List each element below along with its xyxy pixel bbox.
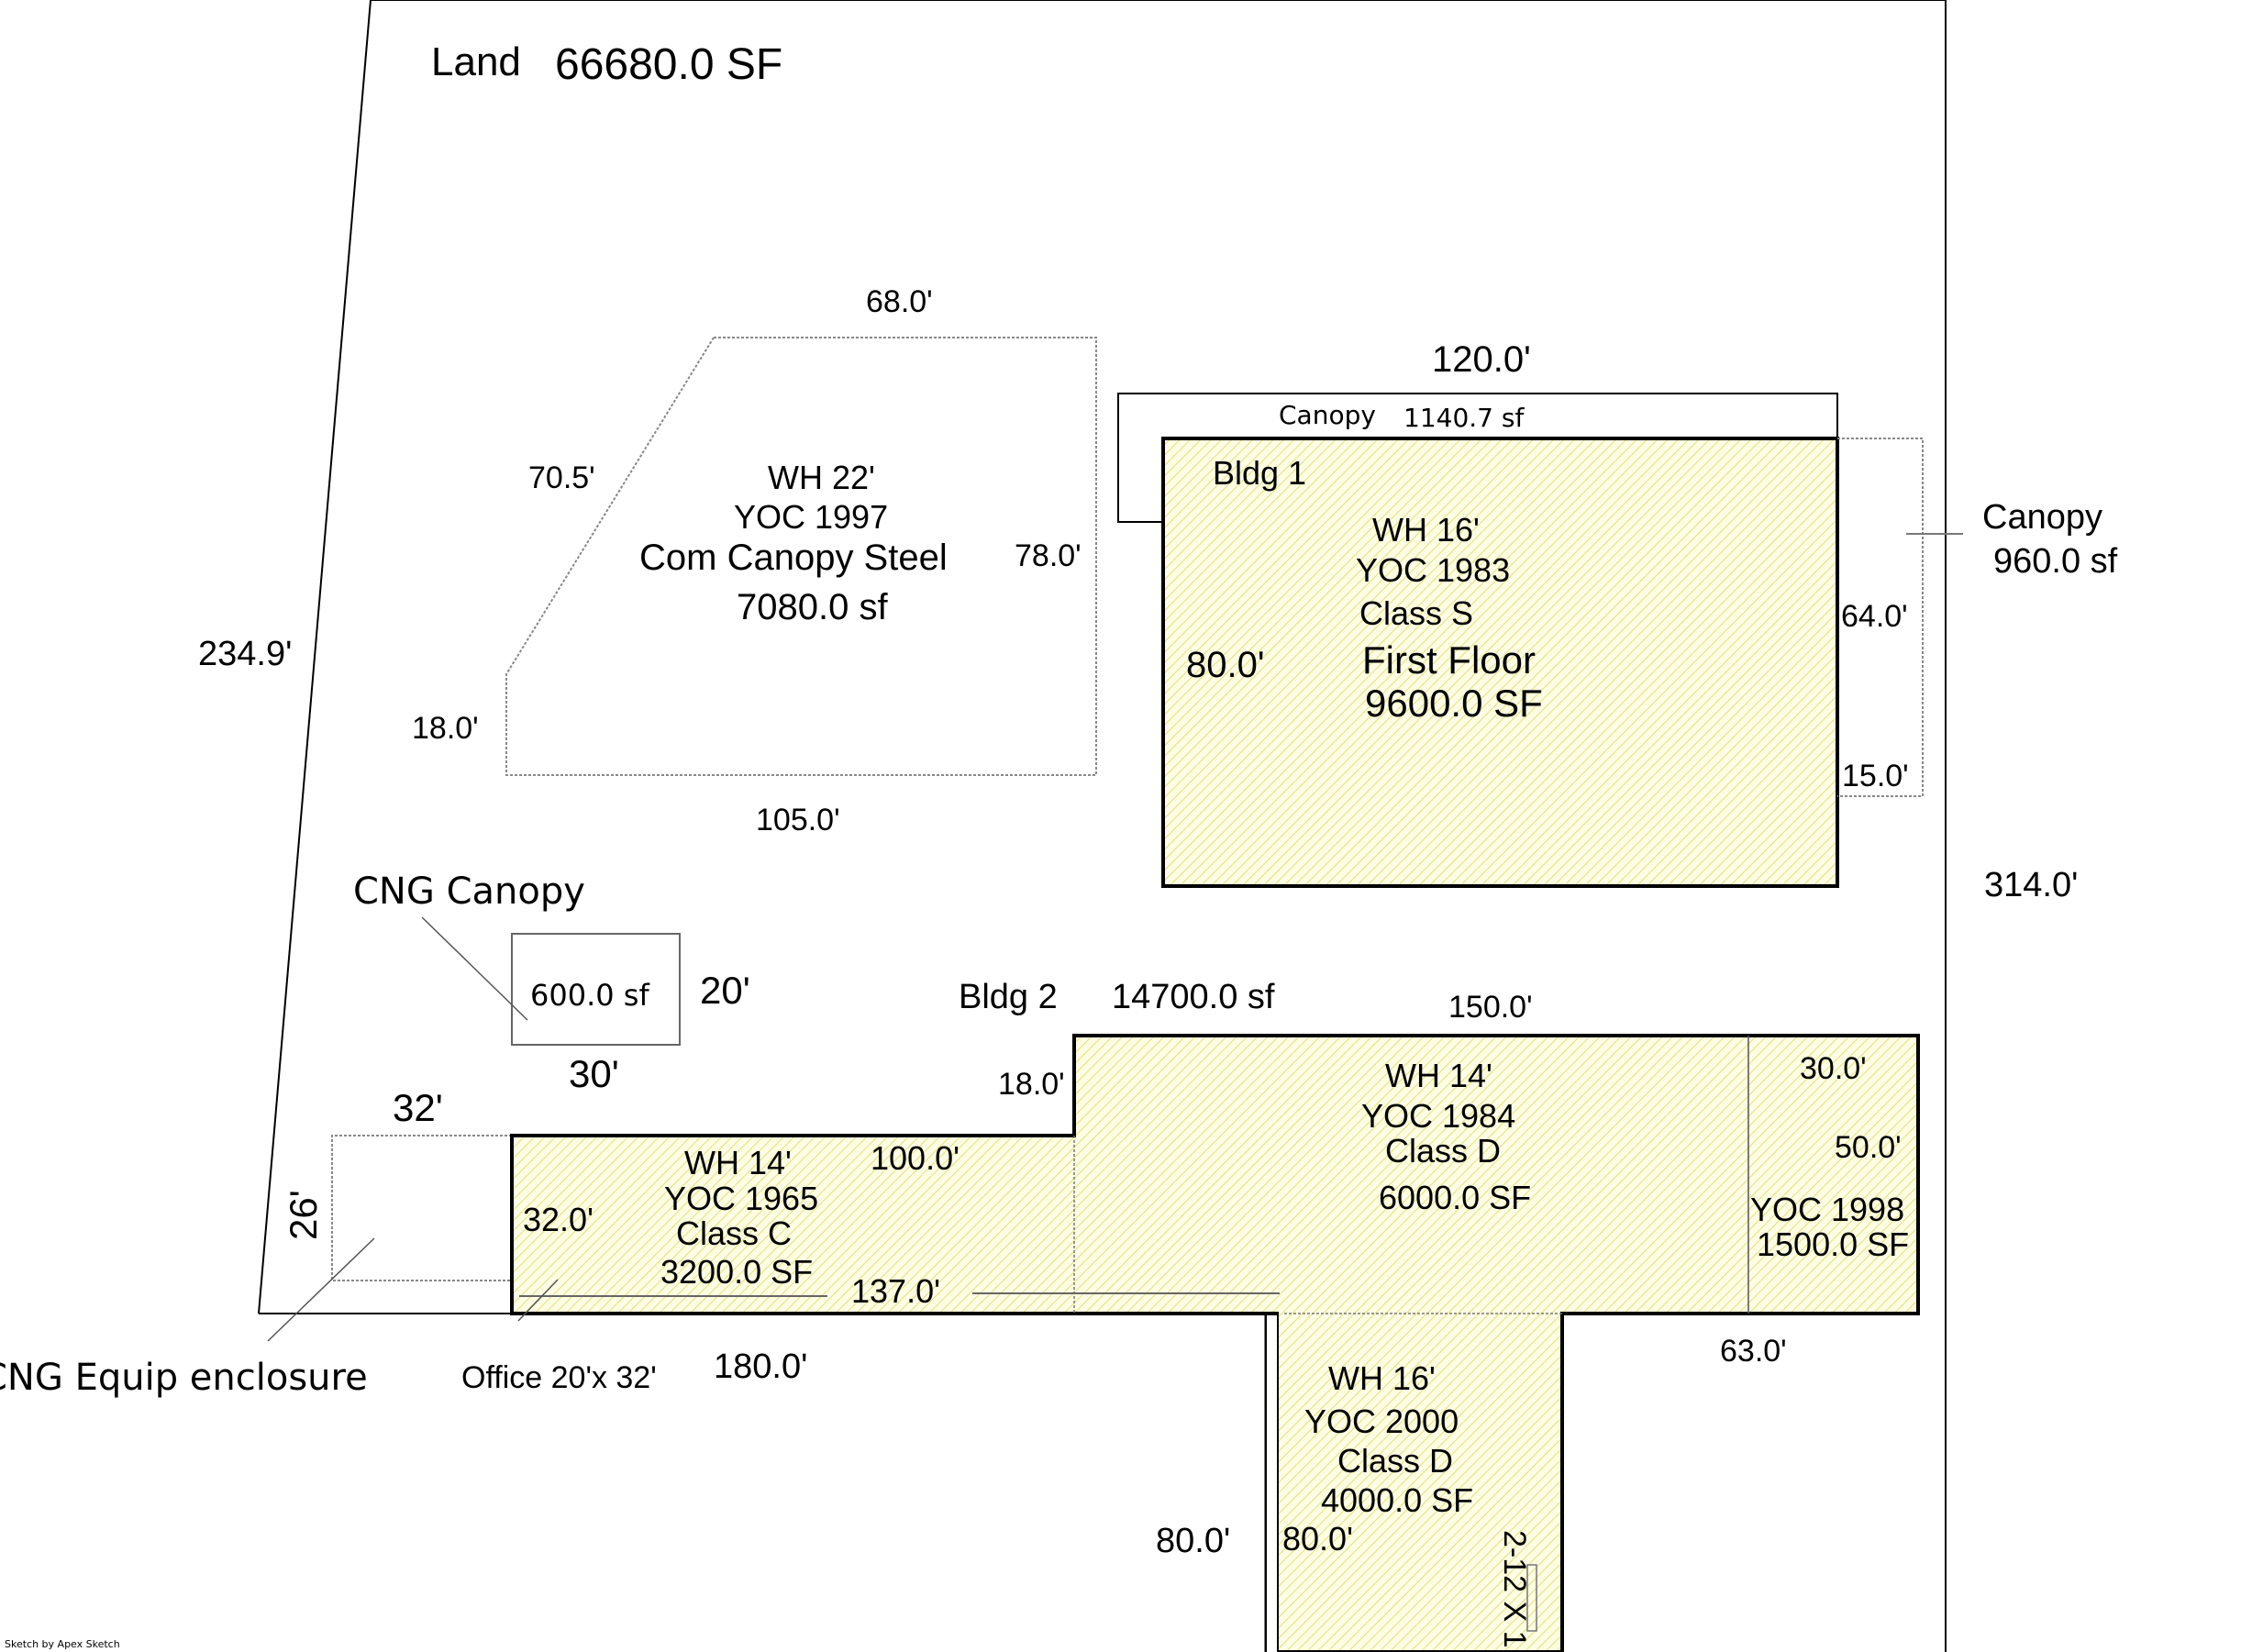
bldg2-total-area: 14700.0 sf [1112, 978, 1275, 1016]
bldg1-dim-left: 80.0' [1186, 645, 1265, 685]
door-symbol [1526, 1564, 1537, 1632]
bldg2-1965-yoc: YOC 1965 [664, 1180, 818, 1217]
bldg2-2000-area: 4000.0 SF [1321, 1481, 1473, 1519]
bldg2-1965-wh: WH 14' [684, 1144, 792, 1181]
bldg2-2000-dim-inner: 80.0' [1282, 1520, 1353, 1558]
land-label: Land [431, 39, 521, 84]
land-boundary [371, 0, 1947, 1652]
bldg2-1984-dim-step: 18.0' [998, 1067, 1065, 1102]
bldg2-1998-dim-top: 30.0' [1800, 1051, 1867, 1086]
bldg1-canopy-right-dim-long: 64.0' [1841, 599, 1908, 634]
bldg1-yoc: YOC 1983 [1356, 551, 1510, 589]
com-canopy-dim-top: 68.0' [866, 284, 933, 319]
cng-enclosure-leader [267, 1237, 375, 1342]
bldg2-1965-dim-top: 100.0' [871, 1139, 960, 1177]
com-canopy-outline [505, 337, 1097, 776]
land-right-dim: 314.0' [1984, 866, 2078, 904]
bldg1-label: Bldg 1 [1213, 454, 1306, 492]
com-canopy-dim-bottom: 105.0' [756, 803, 840, 837]
bldg2-2000-class: Class D [1337, 1442, 1453, 1480]
bldg2-1984-class: Class D [1385, 1132, 1501, 1170]
bldg1-canopy-top-label: Canopy [1279, 400, 1376, 430]
com-canopy-dim-right: 78.0' [1015, 538, 1082, 573]
bldg1-canopy-right-outline [1837, 438, 1924, 797]
cng-canopy-dim-w: 30' [569, 1052, 619, 1095]
land-area: 66680.0 SF [555, 40, 782, 89]
bldg2-1984-dim-top: 150.0' [1448, 990, 1533, 1025]
bldg2-1998-dim-side: 50.0' [1835, 1130, 1902, 1165]
office-note: Office 20'x 32' [461, 1360, 657, 1395]
cng-canopy-label: CNG Canopy [353, 870, 585, 913]
com-canopy-type: Com Canopy Steel [639, 538, 948, 578]
bldg1-canopy-top-area: 1140.7 sf [1403, 403, 1525, 433]
com-canopy-dim-left: 18.0' [412, 711, 479, 746]
bldg2-2000-gap [1267, 1315, 1277, 1652]
land-bottom-dim: 180.0' [714, 1347, 807, 1386]
bldg2-1965-class: Class C [676, 1214, 792, 1252]
land-left-boundary [258, 0, 372, 1314]
bldg2-2000-door-note: 2-12 X 1 [1497, 1530, 1532, 1648]
bldg1-canopy-right-dim-short: 15.0' [1842, 759, 1909, 793]
bldg2-1984-wh: WH 14' [1385, 1057, 1492, 1094]
com-canopy-wh: WH 22' [768, 459, 875, 496]
bldg2-1984-area: 6000.0 SF [1379, 1179, 1531, 1216]
cng-canopy-dim-h: 20' [700, 969, 750, 1012]
com-canopy-yoc: YOC 1997 [734, 498, 888, 536]
bldg1-area: 9600.0 SF [1365, 682, 1543, 725]
bldg2-1998-dim-bottom: 63.0' [1720, 1334, 1787, 1369]
com-canopy-area: 7080.0 sf [737, 587, 888, 627]
cng-enclosure-dim-h: 26' [282, 1190, 325, 1240]
bldg1-canopy-right-area: 960.0 sf [1993, 542, 2118, 581]
cng-enclosure-outline [331, 1135, 512, 1281]
footer-credit: Sketch by Apex Sketch [5, 1638, 120, 1650]
cng-canopy-outline [511, 933, 681, 1046]
bldg2-1965-area: 3200.0 SF [660, 1253, 813, 1291]
bldg2-2000-yoc: YOC 2000 [1304, 1403, 1459, 1440]
bldg2-1998-area: 1500.0 SF [1757, 1225, 1909, 1263]
cng-enclosure-dim-w: 32' [393, 1086, 443, 1129]
bldg2-1984-yoc: YOC 1984 [1361, 1097, 1515, 1135]
bldg1-canopy-top-outline [1117, 393, 1838, 523]
bldg2-1998-yoc: YOC 1998 [1750, 1191, 1904, 1228]
cng-canopy-area: 600.0 sf [530, 978, 649, 1013]
bldg2-1965-dim-left: 32.0' [523, 1201, 594, 1238]
bldg2-2000-wh: WH 16' [1328, 1359, 1436, 1397]
bldg1-class: Class S [1359, 594, 1473, 632]
bldg1-floor: First Floor [1362, 638, 1536, 682]
bldg1-dim-top: 120.0' [1432, 339, 1531, 380]
bldg1-wh: WH 16' [1372, 511, 1480, 549]
cng-enclosure-label: CNG Equip enclosure [0, 1357, 368, 1399]
bldg1-canopy-right-label: Canopy [1982, 498, 2102, 537]
land-left-dim: 234.9' [198, 635, 292, 673]
bldg2-label: Bldg 2 [959, 978, 1058, 1016]
bldg2-1965-dim-bottom: 137.0' [851, 1272, 940, 1310]
office-leader [517, 1279, 559, 1322]
bldg2-2000-dim-outer: 80.0' [1156, 1522, 1230, 1560]
com-canopy-dim-diag: 70.5' [528, 460, 595, 495]
bldg1-outline [1161, 437, 1839, 888]
cng-canopy-leader [421, 916, 528, 1021]
